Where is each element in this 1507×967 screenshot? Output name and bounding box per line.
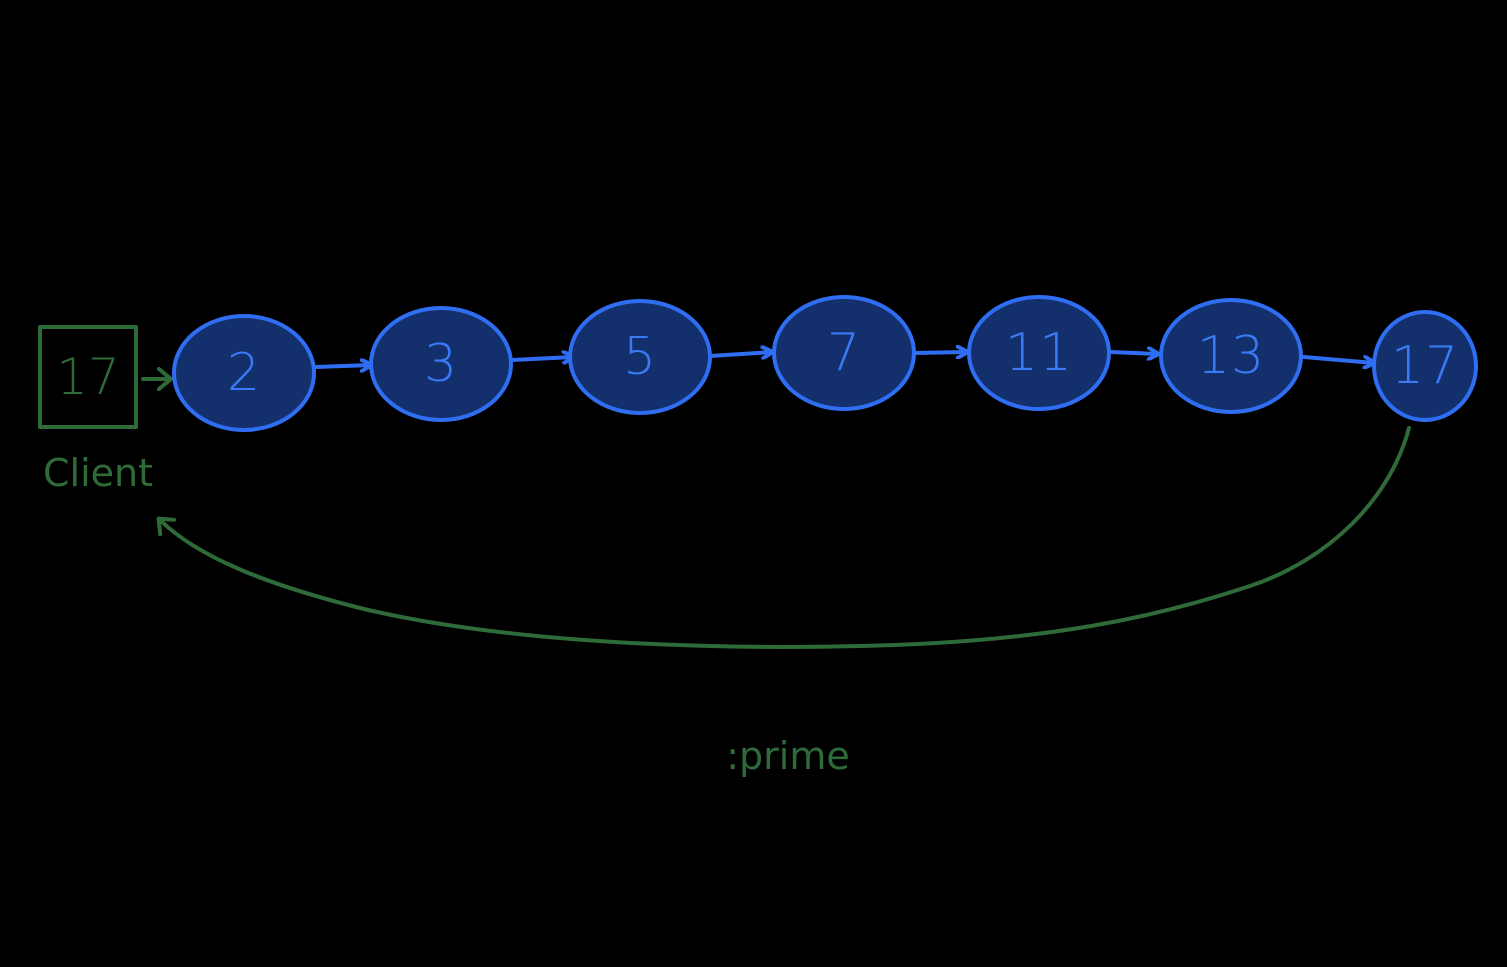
edge-2-to-3 <box>314 365 371 367</box>
node-11-shape <box>967 295 1111 411</box>
return-label: :prime <box>726 734 850 778</box>
node-2-label: 2 <box>227 343 261 403</box>
edge-5-to-7 <box>708 352 772 356</box>
node-3-label: 3 <box>424 334 458 394</box>
return-arrow <box>156 426 1411 649</box>
node-13: 13 <box>1159 298 1303 414</box>
node-17: 17 <box>1372 310 1478 422</box>
node-5-label: 5 <box>623 327 657 387</box>
node-7-label: 7 <box>827 323 861 383</box>
node-2-shape <box>172 314 316 432</box>
node-17-label: 17 <box>1391 336 1459 396</box>
node-7: 7 <box>772 295 916 411</box>
node-3: 3 <box>369 306 513 422</box>
node-3-shape <box>369 306 513 422</box>
node-2: 2 <box>172 314 316 432</box>
edge-3-to-5 <box>510 357 573 360</box>
node-13-shape <box>1159 298 1303 414</box>
client-box-outline <box>38 325 138 429</box>
edge-7-to-11 <box>912 352 967 353</box>
edge-13-to-17 <box>1302 355 1374 363</box>
node-11-label: 11 <box>1005 323 1073 383</box>
node-11: 11 <box>967 295 1111 411</box>
node-17-shape <box>1372 310 1478 422</box>
node-13-label: 13 <box>1197 326 1265 386</box>
client-box: 17 <box>38 325 138 429</box>
node-5-shape <box>568 299 712 415</box>
client-label: Client <box>43 451 153 495</box>
client-value: 17 <box>56 348 120 406</box>
edge-11-to-13 <box>1109 352 1158 354</box>
node-7-shape <box>772 295 916 411</box>
node-5: 5 <box>568 299 712 415</box>
